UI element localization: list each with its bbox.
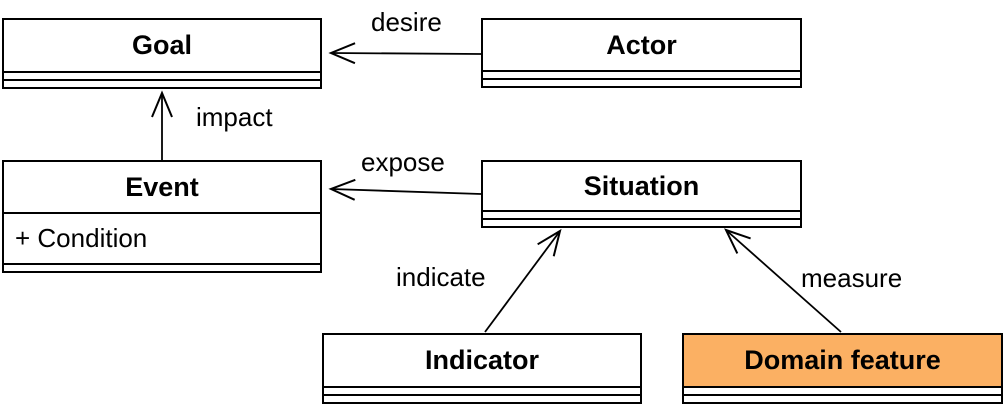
- class-goal-attributes-compartment: [4, 71, 320, 79]
- relation-label-indicate: indicate: [396, 262, 486, 292]
- class-box-situation: Situation: [481, 160, 802, 228]
- class-domain-feature-attributes-compartment: [684, 386, 1001, 394]
- relation-label-impact: impact: [196, 102, 273, 132]
- class-actor-operations-compartment: [483, 78, 800, 86]
- class-box-domain-feature: Domain feature: [682, 333, 1003, 404]
- relation-indicate-line: [484, 228, 562, 333]
- class-domain-feature-operations-compartment: [684, 394, 1001, 402]
- relation-label-expose: expose: [361, 147, 445, 177]
- class-box-goal: Goal: [2, 18, 322, 89]
- class-box-event: Event + Condition: [2, 160, 322, 273]
- class-indicator-attributes-compartment: [324, 386, 640, 394]
- class-name-goal: Goal: [131, 30, 192, 60]
- class-situation-operations-compartment: [483, 218, 800, 226]
- relation-expose-line: [328, 178, 482, 201]
- class-goal-operations-compartment: [4, 79, 320, 87]
- class-event-attribute-condition: + Condition: [4, 212, 320, 263]
- class-event-operations-compartment: [4, 263, 320, 271]
- class-name-actor: Actor: [606, 29, 677, 60]
- class-situation-attributes-compartment: [483, 210, 800, 218]
- class-box-actor: Actor: [481, 18, 802, 88]
- class-box-indicator: Indicator: [322, 333, 642, 404]
- class-name-event: Event: [125, 171, 199, 202]
- relation-label-desire: desire: [371, 7, 442, 37]
- class-indicator-operations-compartment: [324, 394, 640, 402]
- class-name-situation: Situation: [583, 170, 700, 201]
- relation-label-measure: measure: [801, 263, 903, 293]
- class-name-indicator: Indicator: [424, 345, 539, 375]
- class-name-domain-feature: Domain feature: [684, 335, 1001, 386]
- class-actor-attributes-compartment: [483, 70, 800, 78]
- relation-desire-line: [328, 42, 482, 65]
